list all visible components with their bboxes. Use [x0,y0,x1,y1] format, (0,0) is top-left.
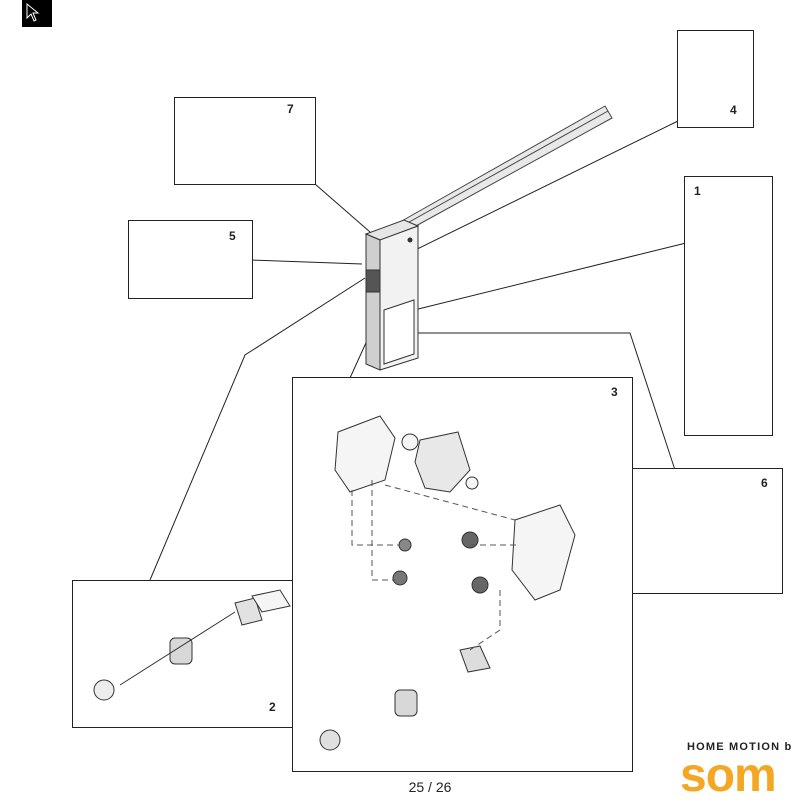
gearbox-exploded-view [319,415,576,751]
callout-box-2: 2 [72,580,293,728]
brand-logo: som [680,749,777,802]
page-number: 25 / 26 [408,779,452,795]
callout-number-2: 2 [269,700,276,714]
callout-number-3: 3 [611,385,618,399]
motor-exploded-view [93,589,291,701]
callout-number-5: 5 [229,229,236,243]
callout-number-1: 1 [694,184,701,198]
callout-number-7: 7 [287,102,294,116]
callout-box-3: 3 [292,377,633,772]
callout-box-5: 5 [128,220,253,299]
callout-box-7: 7 [174,97,316,185]
callout-box-6: 6 [632,468,783,594]
callout-box-4: 4 [677,30,754,128]
callout-box-1: 1 [684,176,773,436]
callout-number-6: 6 [761,476,768,490]
callout-number-4: 4 [730,103,737,117]
brand-tagline: HOME MOTION b [687,741,793,753]
cursor-arrow-icon [26,2,40,22]
cursor-tile [22,0,52,27]
barrier-housing [364,219,420,371]
